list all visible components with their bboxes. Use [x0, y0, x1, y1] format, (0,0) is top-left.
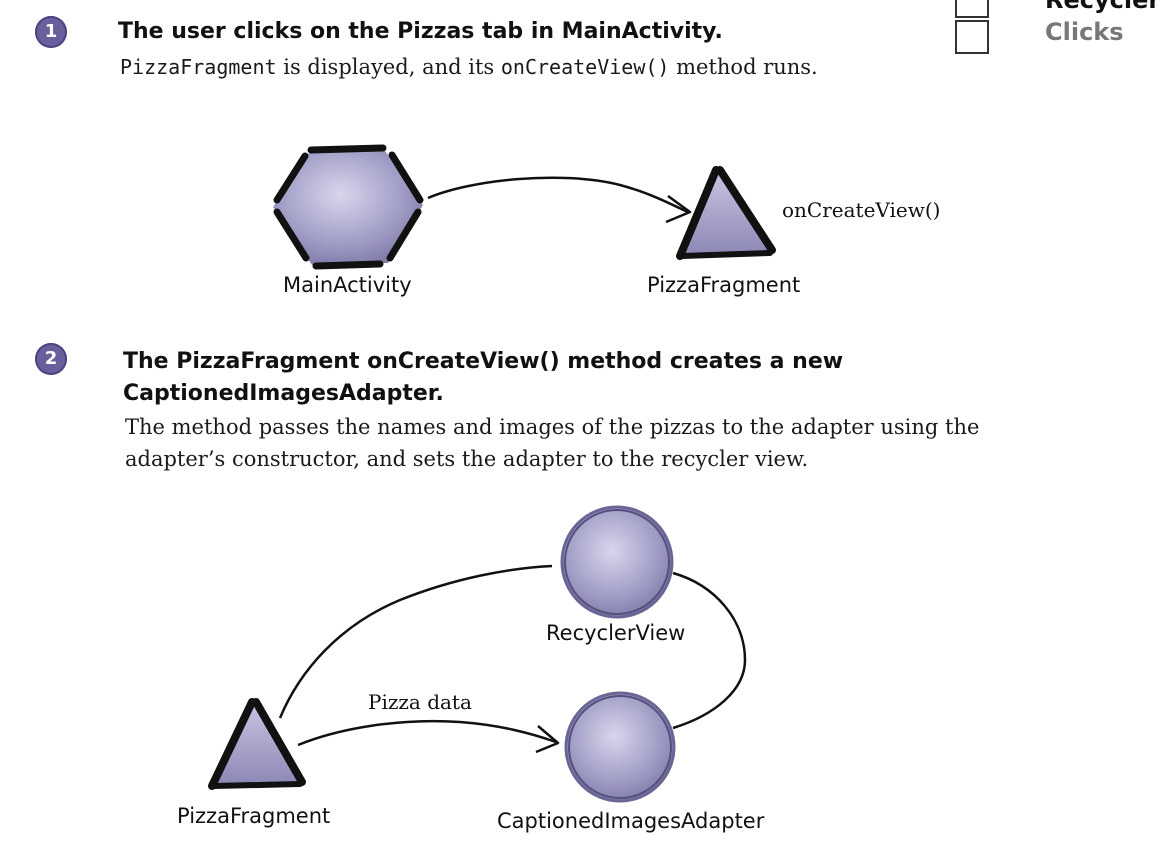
step-1-badge: 1: [35, 16, 67, 48]
main-activity-hexagon-icon: [273, 144, 424, 270]
connector-recycler-to-adapter: [672, 571, 747, 730]
pizza-fragment-triangle-2-icon: [208, 698, 306, 790]
sidebar-item-recycler: Recycler: [1045, 0, 1161, 14]
label-pizza-fragment: PizzaFragment: [647, 273, 801, 297]
step-1-code-pizzafragment: PizzaFragment: [120, 55, 277, 79]
step-2-body-line1: The method passes the names and images o…: [125, 415, 980, 439]
checkbox-top: [955, 0, 989, 18]
connector-fragment-to-recycler: [278, 564, 553, 719]
label-pizza-data-arrow: Pizza data: [368, 690, 472, 714]
step-2-heading-line2: CaptionedImagesAdapter.: [123, 381, 444, 406]
step-2-heading-line1: The PizzaFragment onCreateView() method …: [123, 349, 844, 374]
captioned-images-adapter-circle-icon: [564, 691, 676, 803]
arrow-fragment-to-adapter: [297, 719, 560, 754]
step-2-body-line2: adapter’s constructor, and sets the adap…: [125, 447, 809, 471]
checkbox-clicks: [955, 20, 989, 54]
label-pizza-fragment-2: PizzaFragment: [177, 804, 331, 828]
step-1-code-oncreateview: onCreateView(): [500, 55, 670, 79]
sidebar-item-clicks: Clicks: [1045, 18, 1124, 46]
recycler-view-circle-icon: [560, 505, 674, 619]
pizza-fragment-triangle-icon: [676, 166, 776, 260]
step-1-text-a: is displayed, and its: [276, 55, 501, 79]
step-1-heading: The user clicks on the Pizzas tab in Mai…: [118, 19, 723, 44]
step-1-text-b: method runs.: [669, 55, 818, 79]
label-oncreateview-arrow: onCreateView(): [782, 198, 941, 222]
step-1-description: PizzaFragment is displayed, and its onCr…: [120, 52, 818, 83]
label-captioned-images-adapter: CaptionedImagesAdapter: [497, 809, 765, 833]
step-2-badge: 2: [35, 343, 67, 375]
arrow-main-to-fragment: [427, 176, 692, 224]
label-recycler-view: RecyclerView: [546, 621, 686, 645]
label-main-activity: MainActivity: [283, 273, 412, 297]
